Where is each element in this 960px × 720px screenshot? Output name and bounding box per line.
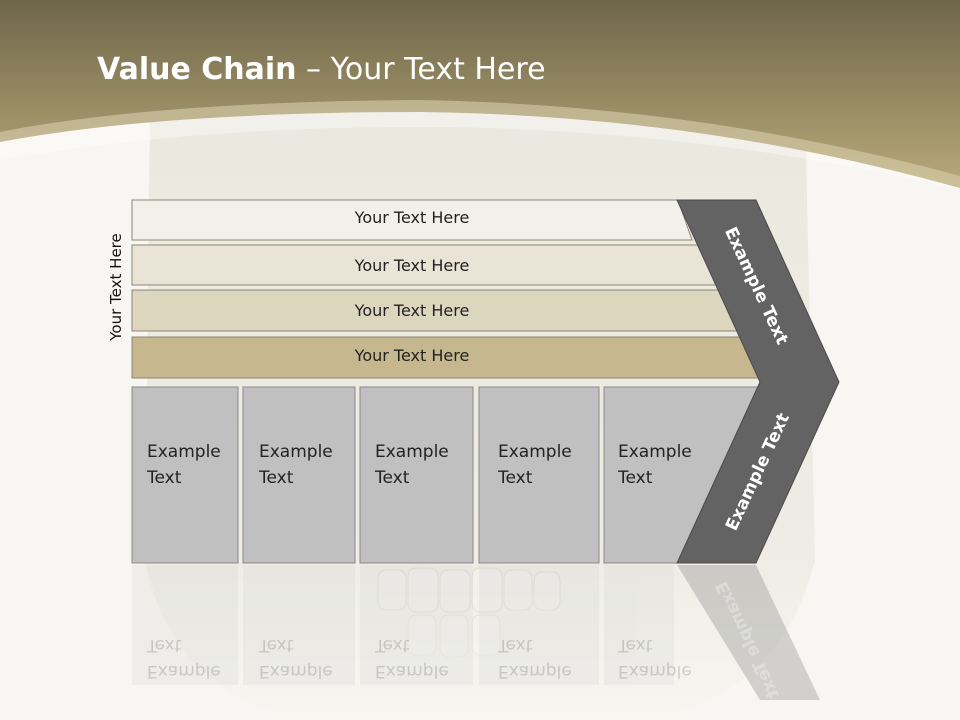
band-3-label: Your Text Here (354, 301, 470, 320)
chevron-reflection (677, 565, 820, 700)
column-reflections (132, 565, 674, 685)
title-bold: Value Chain (97, 52, 297, 87)
column-1-shape (131, 386, 239, 564)
bottom-fade (0, 560, 960, 720)
band-1-label: Your Text Here (354, 208, 470, 227)
slide-title: Value Chain – Your Text Here (97, 52, 546, 87)
column-4-shape (478, 386, 600, 564)
header-band (0, 0, 960, 188)
column-2-shape (242, 386, 356, 564)
column-3-shape (359, 386, 474, 564)
header-swoosh-light (0, 112, 960, 190)
band-1-shape (131, 199, 693, 241)
band-4-label: Your Text Here (354, 346, 470, 365)
chevron-shape (676, 199, 840, 564)
band-2-label: Your Text Here (354, 256, 470, 275)
header-swoosh (0, 100, 960, 188)
side-label: Your Text Here (107, 233, 125, 341)
title-rest: – Your Text Here (296, 52, 546, 87)
